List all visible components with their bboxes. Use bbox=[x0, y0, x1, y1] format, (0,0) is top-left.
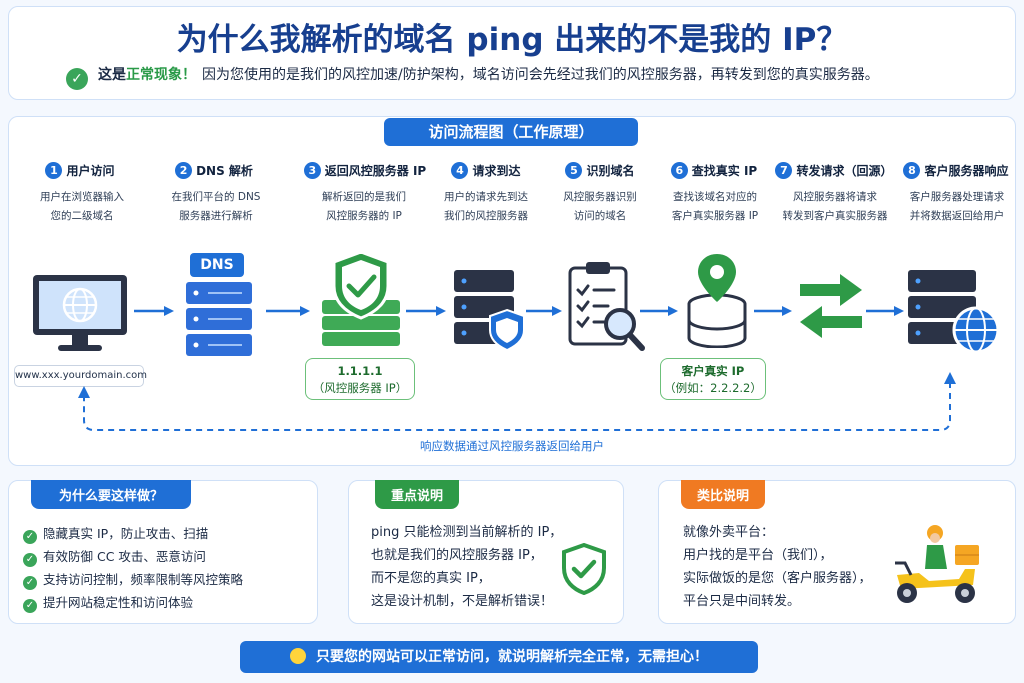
risk-server-ip: 1.1.1.1 bbox=[337, 364, 383, 378]
analogy-line-3: 实际做饭的是您（客户服务器）， bbox=[683, 571, 872, 586]
analogy-tag: 类比说明 bbox=[681, 480, 766, 509]
flow-arrow-2 bbox=[266, 306, 310, 316]
risk-server-ip-label: （风控服务器 IP） bbox=[312, 381, 408, 395]
why-item-4: ✓提升网站稳定性和访问体验 bbox=[23, 592, 193, 613]
step-8-desc: 客户服务器处理请求并将数据返回给用户 bbox=[909, 191, 1005, 222]
step-1-desc: 用户在浏览器输入您的二级域名 bbox=[40, 191, 124, 222]
flow-title: 访问流程图（工作原理） bbox=[384, 118, 638, 146]
check-icon: ✓ bbox=[23, 553, 37, 567]
subtitle-highlight: 正常现象！ bbox=[126, 67, 196, 83]
real-ip-example: （例如：2.2.2.2） bbox=[664, 381, 762, 395]
check-icon: ✓ bbox=[23, 599, 37, 613]
protected-server-icon bbox=[454, 270, 525, 352]
flow-arrow-7 bbox=[866, 306, 904, 316]
analogy-line-1: 就像外卖平台： bbox=[683, 525, 775, 540]
check-icon: ✓ bbox=[23, 576, 37, 590]
check-icon: ✓ bbox=[23, 530, 37, 544]
subtitle-prefix: 这是 bbox=[98, 67, 126, 83]
analogy-panel: 类比说明 就像外卖平台： 用户找的是平台（我们）， 实际做饭的是您（客户服务器）… bbox=[658, 480, 1016, 624]
key-line-4: 这是设计机制，不是解析错误！ bbox=[371, 594, 554, 609]
subtitle: ✓ 这是正常现象！ 因为您使用的是我们的风控加速/防护架构，域名访问会先经过我们的风… bbox=[66, 64, 879, 90]
page-title: 为什么我解析的域名 ping 出来的不是我的 IP？ bbox=[176, 22, 848, 58]
header-panel bbox=[8, 6, 1016, 100]
monitor-icon bbox=[33, 275, 127, 351]
flow-arrow-3 bbox=[406, 306, 446, 316]
analogy-line-2: 用户找的是平台（我们）， bbox=[683, 548, 833, 563]
analogy-line-4: 平台只是中间转发。 bbox=[683, 594, 801, 609]
check-circle-icon: ✓ bbox=[66, 68, 88, 90]
dns-server-icon bbox=[186, 282, 252, 356]
real-ip-box: 客户真实 IP （例如：2.2.2.2） bbox=[660, 358, 766, 400]
domain-url-label: www.xxx.yourdomain.com bbox=[14, 365, 147, 387]
key-line-1: ping 只能检测到当前解析的 IP， bbox=[371, 525, 563, 540]
key-panel: 重点说明 ping 只能检测到当前解析的 IP， 也就是我们的风控服务器 IP，… bbox=[348, 480, 624, 624]
return-label: 响应数据通过风控服务器返回给用户 bbox=[420, 439, 604, 453]
return-path-arrow bbox=[78, 372, 956, 431]
database-pin-icon bbox=[687, 254, 747, 348]
lightbulb-icon bbox=[290, 648, 306, 664]
key-tag: 重点说明 bbox=[375, 480, 460, 509]
step-4-desc: 用户的请求先到达我们的风控服务器 bbox=[444, 191, 528, 222]
why-item-1: ✓隐藏真实 IP，防止攻击、扫描 bbox=[23, 523, 208, 544]
why-item-2: ✓有效防御 CC 攻击、恶意访问 bbox=[23, 546, 206, 567]
step-6-desc: 查找该域名对应的客户真实服务器 IP bbox=[671, 191, 759, 222]
flow-arrow-5 bbox=[640, 306, 678, 316]
footer-text: 只要您的网站可以正常访问，就说明解析完全正常，无需担心！ bbox=[316, 649, 708, 665]
why-panel: 为什么要这样做？ ✓隐藏真实 IP，防止攻击、扫描 ✓有效防御 CC 攻击、恶意… bbox=[8, 480, 318, 624]
why-item-3: ✓支持访问控制，频率限制等风控策略 bbox=[23, 569, 243, 590]
delivery-scooter-icon bbox=[895, 525, 979, 603]
customer-server-globe-icon bbox=[908, 270, 1000, 354]
flow-arrow-1 bbox=[134, 306, 174, 316]
shield-server-icon bbox=[322, 250, 400, 346]
flow-arrow-6 bbox=[754, 306, 792, 316]
forward-arrows-icon bbox=[800, 274, 862, 338]
shield-check-icon bbox=[562, 543, 606, 595]
real-ip-label: 客户真实 IP bbox=[681, 364, 745, 378]
step-5-desc: 风控服务器识别访问的域名 bbox=[563, 191, 637, 222]
subtitle-rest: 因为您使用的是我们的风控加速/防护架构，域名访问会先经过我们的风控服务器，再转发… bbox=[202, 67, 879, 83]
dns-badge: DNS bbox=[190, 253, 244, 277]
footer-banner: 只要您的网站可以正常访问，就说明解析完全正常，无需担心！ bbox=[240, 641, 758, 673]
clipboard-search-icon bbox=[568, 262, 645, 351]
step-3-desc: 解析返回的是我们风控服务器的 IP bbox=[322, 191, 406, 222]
flow-arrow-4 bbox=[526, 306, 562, 316]
key-line-3: 而不是您的真实 IP， bbox=[371, 571, 491, 586]
risk-server-ip-box: 1.1.1.1 （风控服务器 IP） bbox=[305, 358, 415, 400]
step-7-desc: 风控服务器将请求转发到客户真实服务器 bbox=[782, 191, 888, 222]
key-line-2: 也就是我们的风控服务器 IP， bbox=[371, 548, 543, 563]
why-tag: 为什么要这样做？ bbox=[31, 480, 192, 509]
